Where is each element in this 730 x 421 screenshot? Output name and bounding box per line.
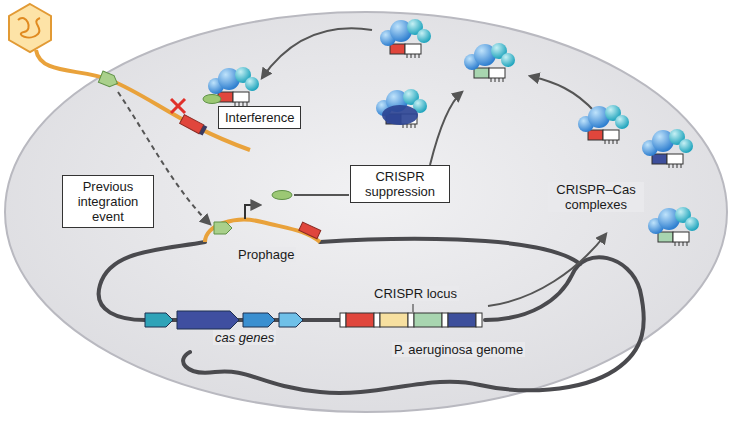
complex [464, 43, 515, 82]
anti-crispr-protein [272, 191, 292, 200]
genome-dna [99, 239, 644, 393]
promoter-arrow [245, 205, 260, 219]
prophage-protospacer [299, 222, 321, 239]
prophage-gene [214, 222, 232, 234]
box-text: CRISPR suppression [357, 169, 443, 199]
phage-gene [98, 71, 119, 89]
part-label: cas genes [213, 330, 276, 345]
blocked-mark [171, 99, 185, 113]
phage-genome [18, 18, 40, 38]
suppression-line [294, 194, 349, 196]
complex [203, 67, 259, 106]
part-label: CRISPR locus [372, 286, 459, 301]
phage-dna [36, 50, 250, 150]
text-box: Interference [218, 106, 301, 129]
crispr-array [340, 313, 482, 327]
text-box: CRISPR suppression [350, 165, 450, 203]
protospacer [180, 115, 208, 136]
crispr-cas-complexes [203, 19, 699, 246]
cas-genes [145, 311, 303, 329]
flow-arrows [262, 28, 606, 306]
text-box: Previous integration event [62, 175, 154, 228]
complex [380, 19, 431, 58]
box-text: Previous integration event [69, 179, 147, 224]
cell-outline [5, 12, 727, 412]
part-label: CRISPR–Cas complexes [548, 182, 644, 212]
complex [578, 105, 629, 144]
complex [642, 129, 693, 168]
locus-tick [413, 304, 414, 312]
complex [376, 89, 427, 128]
part-label: Prophage [236, 247, 296, 262]
box-text: Interference [225, 110, 294, 125]
complex [648, 207, 699, 246]
prophage-dna [205, 220, 320, 242]
phage-capsid [9, 4, 51, 52]
part-label: P. aeruginosa genome [392, 342, 525, 357]
